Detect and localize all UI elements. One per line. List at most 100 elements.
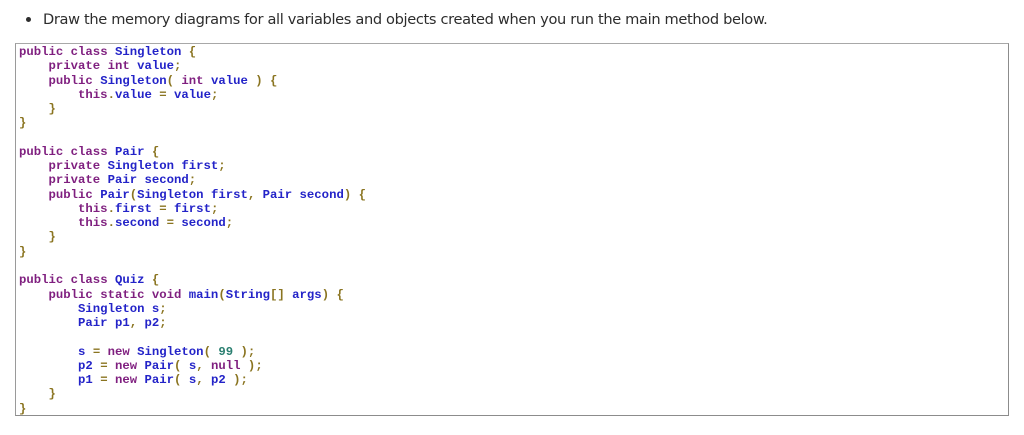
whitespace bbox=[241, 359, 248, 373]
whitespace bbox=[181, 45, 188, 59]
whitespace bbox=[145, 145, 152, 159]
code-line: Pair p1, p2; bbox=[19, 316, 366, 330]
punctuation-token: . bbox=[107, 216, 115, 231]
punctuation-token: . bbox=[107, 201, 115, 216]
identifier-token: value bbox=[174, 87, 211, 102]
code-line: } bbox=[19, 402, 366, 416]
whitespace bbox=[145, 273, 152, 287]
whitespace bbox=[63, 273, 70, 287]
whitespace bbox=[85, 345, 92, 359]
keyword-token: private bbox=[48, 159, 101, 174]
keyword-token: this bbox=[78, 201, 108, 216]
punctuation-token: ) bbox=[240, 344, 248, 359]
code-line: public Pair(Singleton first, Pair second… bbox=[19, 188, 366, 202]
code-line: s = new Singleton( 99 ); bbox=[19, 345, 366, 359]
code-line: } bbox=[19, 387, 366, 401]
instruction-item: Draw the memory diagrams for all variabl… bbox=[26, 8, 768, 30]
punctuation-token: , bbox=[196, 373, 204, 388]
identifier-token: first bbox=[181, 159, 219, 174]
punctuation-token: { bbox=[151, 144, 160, 159]
whitespace bbox=[19, 59, 49, 73]
whitespace bbox=[204, 74, 211, 88]
identifier-token: Pair bbox=[107, 173, 138, 188]
keyword-token: int bbox=[107, 59, 130, 74]
identifier-token: second bbox=[144, 173, 189, 188]
punctuation-token: } bbox=[48, 230, 56, 245]
punctuation-token: [] bbox=[270, 287, 285, 302]
punctuation-token: ) bbox=[255, 73, 263, 88]
whitespace bbox=[137, 173, 144, 187]
whitespace bbox=[100, 159, 107, 173]
whitespace bbox=[100, 173, 107, 187]
whitespace bbox=[63, 45, 70, 59]
identifier-token: Singleton bbox=[107, 159, 174, 174]
punctuation-token: ; bbox=[210, 87, 219, 102]
code-line: this.value = value; bbox=[19, 88, 366, 102]
punctuation-token: = bbox=[166, 216, 175, 231]
identifier-token: Singleton bbox=[114, 45, 182, 59]
identifier-token: first bbox=[210, 187, 248, 202]
code-line: this.second = second; bbox=[19, 216, 366, 230]
identifier-token: value bbox=[210, 73, 248, 88]
identifier-token: value bbox=[137, 59, 175, 74]
keyword-token: this bbox=[78, 87, 108, 102]
identifier-token: value bbox=[114, 87, 152, 102]
punctuation-token: = bbox=[100, 373, 108, 388]
identifier-token: Pair bbox=[262, 187, 293, 202]
whitespace bbox=[263, 74, 270, 88]
code-line: public Singleton( int value ) { bbox=[19, 74, 366, 88]
bullet-icon bbox=[26, 16, 31, 22]
whitespace bbox=[19, 188, 49, 202]
punctuation-token: { bbox=[336, 287, 344, 302]
whitespace bbox=[351, 188, 358, 202]
punctuation-token: ; bbox=[255, 358, 263, 373]
keyword-token: class bbox=[70, 273, 108, 288]
punctuation-token: } bbox=[48, 102, 56, 117]
whitespace bbox=[108, 373, 115, 387]
punctuation-token: ; bbox=[240, 373, 248, 388]
punctuation-token: } bbox=[48, 387, 56, 402]
identifier-token: Pair bbox=[144, 358, 175, 373]
whitespace bbox=[144, 288, 151, 302]
punctuation-token: ; bbox=[159, 301, 167, 316]
code-line: p2 = new Pair( s, null ); bbox=[19, 359, 366, 373]
punctuation-token: ; bbox=[218, 159, 226, 174]
whitespace bbox=[19, 387, 49, 401]
whitespace bbox=[100, 59, 107, 73]
identifier-token: second bbox=[299, 187, 344, 202]
whitespace bbox=[100, 345, 107, 359]
keyword-token: new bbox=[107, 344, 130, 359]
punctuation-token: , bbox=[196, 358, 204, 373]
whitespace bbox=[108, 45, 115, 59]
whitespace bbox=[19, 202, 78, 216]
number-token: 99 bbox=[218, 344, 234, 359]
punctuation-token: { bbox=[151, 273, 160, 288]
punctuation-token: . bbox=[107, 87, 115, 102]
punctuation-token: ; bbox=[188, 173, 197, 188]
whitespace bbox=[292, 188, 299, 202]
whitespace bbox=[19, 230, 49, 244]
punctuation-token: ; bbox=[174, 59, 182, 74]
punctuation-token: ( bbox=[166, 73, 175, 88]
identifier-token: Pair bbox=[144, 373, 175, 388]
identifier-token: Singleton bbox=[100, 73, 167, 88]
code-line: private Pair second; bbox=[19, 173, 366, 187]
whitespace bbox=[19, 88, 78, 102]
whitespace bbox=[108, 145, 115, 159]
identifier-token: s bbox=[188, 373, 197, 388]
punctuation-token: ; bbox=[247, 344, 256, 359]
identifier-token: second bbox=[181, 216, 226, 231]
whitespace bbox=[108, 316, 115, 330]
identifier-token: p2 bbox=[211, 373, 226, 388]
whitespace bbox=[19, 316, 78, 330]
keyword-token: int bbox=[181, 73, 204, 88]
whitespace bbox=[167, 202, 174, 216]
code-line bbox=[19, 131, 366, 145]
whitespace bbox=[19, 102, 49, 116]
keyword-token: this bbox=[78, 216, 108, 231]
whitespace bbox=[167, 88, 174, 102]
identifier-token: s bbox=[151, 301, 160, 316]
identifier-token: s bbox=[188, 358, 197, 373]
whitespace bbox=[137, 373, 144, 387]
code-line: } bbox=[19, 230, 366, 244]
